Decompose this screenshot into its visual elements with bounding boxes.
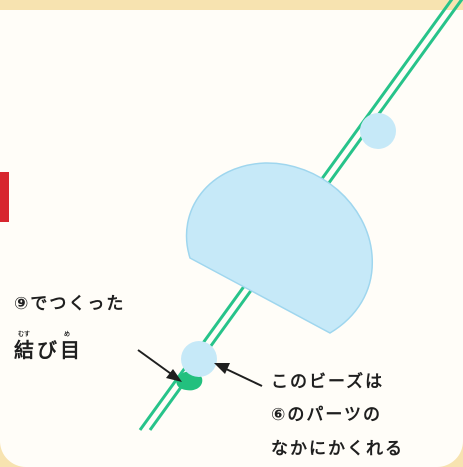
- knot-ruby-me: め: [64, 331, 71, 338]
- upper-bead: [360, 113, 396, 149]
- bead-label-line-1: このビーズは: [271, 372, 385, 392]
- bead-label-line-3: なかにかくれる: [271, 439, 404, 459]
- arrow-to-knot: [137, 349, 182, 382]
- red-side-tab: [0, 172, 9, 222]
- arrow-to-bead: [214, 363, 263, 387]
- knot-label-line-2: 結び目: [14, 338, 83, 362]
- half-disc-part-body: [185, 162, 373, 334]
- lower-bead: [181, 341, 217, 377]
- knot-ruby-musu: むす: [18, 331, 31, 338]
- knot-label-line-1: ⑨でつくった: [14, 294, 126, 314]
- bead-label-line-2: ⑥のパーツの: [271, 405, 383, 425]
